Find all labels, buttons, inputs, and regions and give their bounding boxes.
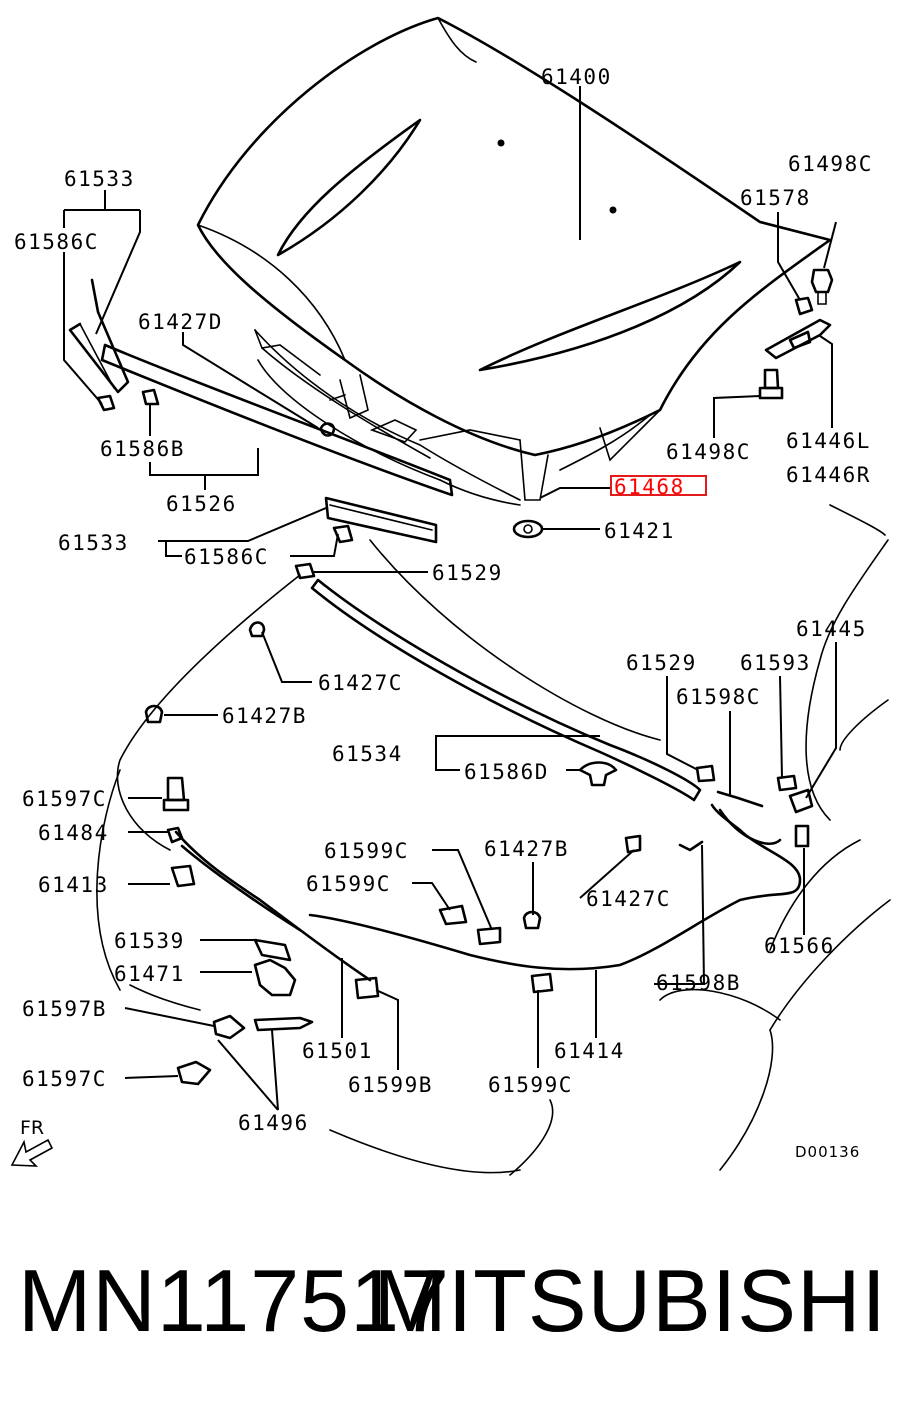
label-61421: 61421 (604, 519, 675, 543)
label-61446R: 61446R (786, 463, 871, 487)
diagram-code: D00136 (795, 1143, 860, 1161)
clip-61484 (166, 826, 184, 844)
bolt-61498C-top (810, 268, 834, 305)
label-61427C: 61427C (318, 671, 403, 695)
clip-61586B (141, 388, 160, 406)
label-61414: 61414 (554, 1039, 625, 1063)
bracket-61445 (788, 788, 814, 814)
clip-61529-right (695, 764, 716, 783)
leader-lines (63, 86, 837, 1111)
bolt-61498C-lower (758, 368, 784, 400)
label-61599C-b: 61599C (306, 872, 391, 896)
clip-61599C-a (438, 904, 468, 926)
hood-panel (196, 16, 832, 457)
bumper-61427B (144, 704, 164, 724)
label-61586C: 61586C (14, 230, 99, 254)
label-61427B: 61427B (222, 704, 307, 728)
label-61599C-c: 61599C (488, 1073, 573, 1097)
label-61446L: 61446L (786, 429, 871, 453)
bumper-61427B-lower (522, 910, 542, 930)
label-61586D: 61586D (464, 760, 549, 784)
footer: MN117517 MITSUBISHI (0, 1240, 909, 1380)
label-61586C-lower: 61586C (184, 545, 269, 569)
weatherstrip-61534 (310, 578, 702, 802)
clip-61599C-b (476, 926, 502, 946)
label-61529-right: 61529 (626, 651, 697, 675)
label-61593: 61593 (740, 651, 811, 675)
label-61400: 61400 (541, 65, 612, 89)
clip-61413 (170, 864, 196, 888)
label-61533: 61533 (64, 167, 135, 191)
label-61566: 61566 (764, 934, 835, 958)
label-61534: 61534 (332, 742, 403, 766)
label-61599B: 61599B (348, 1073, 433, 1097)
label-61539: 61539 (114, 929, 185, 953)
label-61533-lower: 61533 (58, 531, 129, 555)
label-61498C-top: 61498C (788, 152, 873, 176)
clip-61586C (96, 394, 116, 412)
label-61599C-a: 61599C (324, 839, 409, 863)
label-61598C: 61598C (676, 685, 761, 709)
bracket-61496 (253, 1016, 314, 1032)
part-number: MN117517 (18, 1251, 450, 1350)
label-61597C-bottom: 61597C (22, 1067, 107, 1091)
seal-strip-61533 (68, 278, 130, 394)
bolt-61597B (212, 1014, 246, 1040)
label-61578: 61578 (740, 186, 811, 210)
label-61598B: 61598B (656, 971, 741, 995)
label-61597B: 61597B (22, 997, 107, 1021)
label-61427B-lower: 61427B (484, 837, 569, 861)
hood-release-cable (174, 790, 802, 982)
arrow-icon (10, 1138, 54, 1167)
clip-61529-left (294, 562, 316, 580)
label-61597C: 61597C (22, 787, 107, 811)
grommet-61421 (512, 519, 544, 539)
bolt-61597C-top (162, 776, 190, 812)
label-61498C-lower: 61498C (666, 440, 751, 464)
hood-inner-frame (254, 329, 661, 506)
clip-61599C-c (530, 972, 554, 994)
clip-61599B (354, 976, 380, 1000)
callout-labels: 61400 61533 61586C 61427D 61586B 61526 6… (14, 65, 873, 1161)
hinge-61446 (764, 318, 832, 360)
bumper-61427D (319, 422, 336, 437)
clip-61586D (578, 761, 618, 787)
label-61445: 61445 (796, 617, 867, 641)
label-61496: 61496 (238, 1111, 309, 1135)
weatherstrip-61526 (100, 343, 454, 497)
parts-diagram: 61400 61533 61586C 61427D 61586B 61526 6… (10, 16, 891, 1176)
label-61586B: 61586B (100, 437, 185, 461)
label-61484: 61484 (38, 821, 109, 845)
lever-61539 (253, 938, 292, 962)
label-61427C-lower: 61427C (586, 887, 671, 911)
brand-name: MITSUBISHI (373, 1251, 887, 1350)
label-61501: 61501 (302, 1039, 373, 1063)
label-61526: 61526 (166, 492, 237, 516)
label-61413: 61413 (38, 873, 109, 897)
clip-61593 (776, 774, 798, 792)
highlight-box (610, 475, 707, 496)
seal-strip-61533-lower (324, 496, 438, 544)
nut-61578 (794, 296, 814, 316)
bumper-61427C-lower (624, 834, 642, 854)
label-61468-highlighted: 61468 (614, 475, 685, 499)
label-61529: 61529 (432, 561, 503, 585)
label-61427D: 61427D (138, 310, 223, 334)
label-61471: 61471 (114, 962, 185, 986)
clip-61566 (794, 824, 810, 848)
latch-61471 (253, 958, 297, 997)
bolt-61597C-bottom (176, 1060, 212, 1086)
lower-outline (96, 504, 891, 1176)
front-direction-label: FR (20, 1117, 44, 1139)
